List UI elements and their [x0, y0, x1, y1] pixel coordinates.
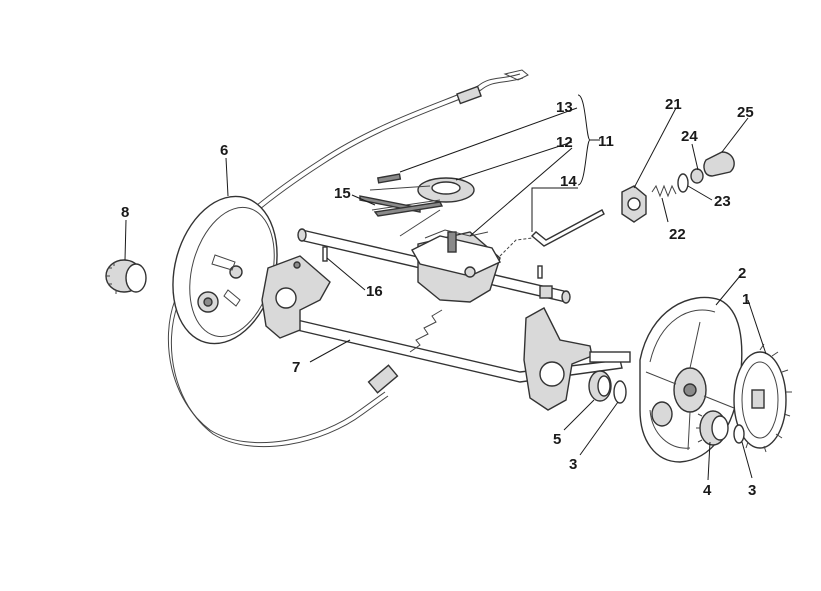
callout-24: 24	[681, 128, 698, 145]
callout-15: 15	[334, 185, 351, 202]
small-pinion-gear-left	[105, 259, 147, 294]
pin-13	[377, 173, 402, 184]
bearing-5	[588, 370, 612, 402]
callout-12: 12	[556, 134, 573, 151]
control-rod	[499, 209, 605, 257]
callout-21: 21	[665, 96, 682, 113]
drive-gear	[733, 343, 792, 453]
callout-13: 13	[556, 99, 573, 116]
callout-25: 25	[737, 104, 754, 121]
group-11-bracket	[577, 94, 591, 186]
right-wheel	[639, 296, 743, 463]
callout-2: 2	[738, 265, 746, 282]
callout-23: 23	[714, 193, 731, 210]
cap-21	[621, 185, 647, 223]
callout-6: 6	[220, 142, 228, 159]
callout-5: 5	[553, 431, 561, 448]
pins-16	[322, 246, 543, 279]
cable-spring	[409, 309, 443, 353]
nut-24	[690, 168, 704, 184]
callout-3-right: 3	[748, 482, 756, 499]
pulley-and-belt	[359, 177, 475, 237]
spring-22	[651, 184, 677, 198]
callout-16: 16	[366, 283, 383, 300]
callout-3: 3	[569, 456, 577, 473]
washer-3a	[613, 380, 627, 404]
right-axle-bracket	[523, 307, 631, 411]
washer-23	[677, 173, 689, 193]
callout-1: 1	[742, 291, 750, 308]
knob-25	[703, 151, 735, 177]
washer-3b	[733, 424, 745, 444]
leader-lines	[124, 107, 767, 481]
callout-11: 11	[598, 133, 614, 150]
gearbox	[411, 229, 501, 303]
left-axle-bracket	[261, 255, 331, 339]
callout-14: 14	[560, 173, 577, 190]
callout-8: 8	[121, 204, 129, 221]
callout-4: 4	[703, 482, 712, 499]
callout-22: 22	[669, 226, 686, 243]
pinion-gear-4	[696, 410, 729, 446]
callout-7: 7	[292, 359, 300, 376]
